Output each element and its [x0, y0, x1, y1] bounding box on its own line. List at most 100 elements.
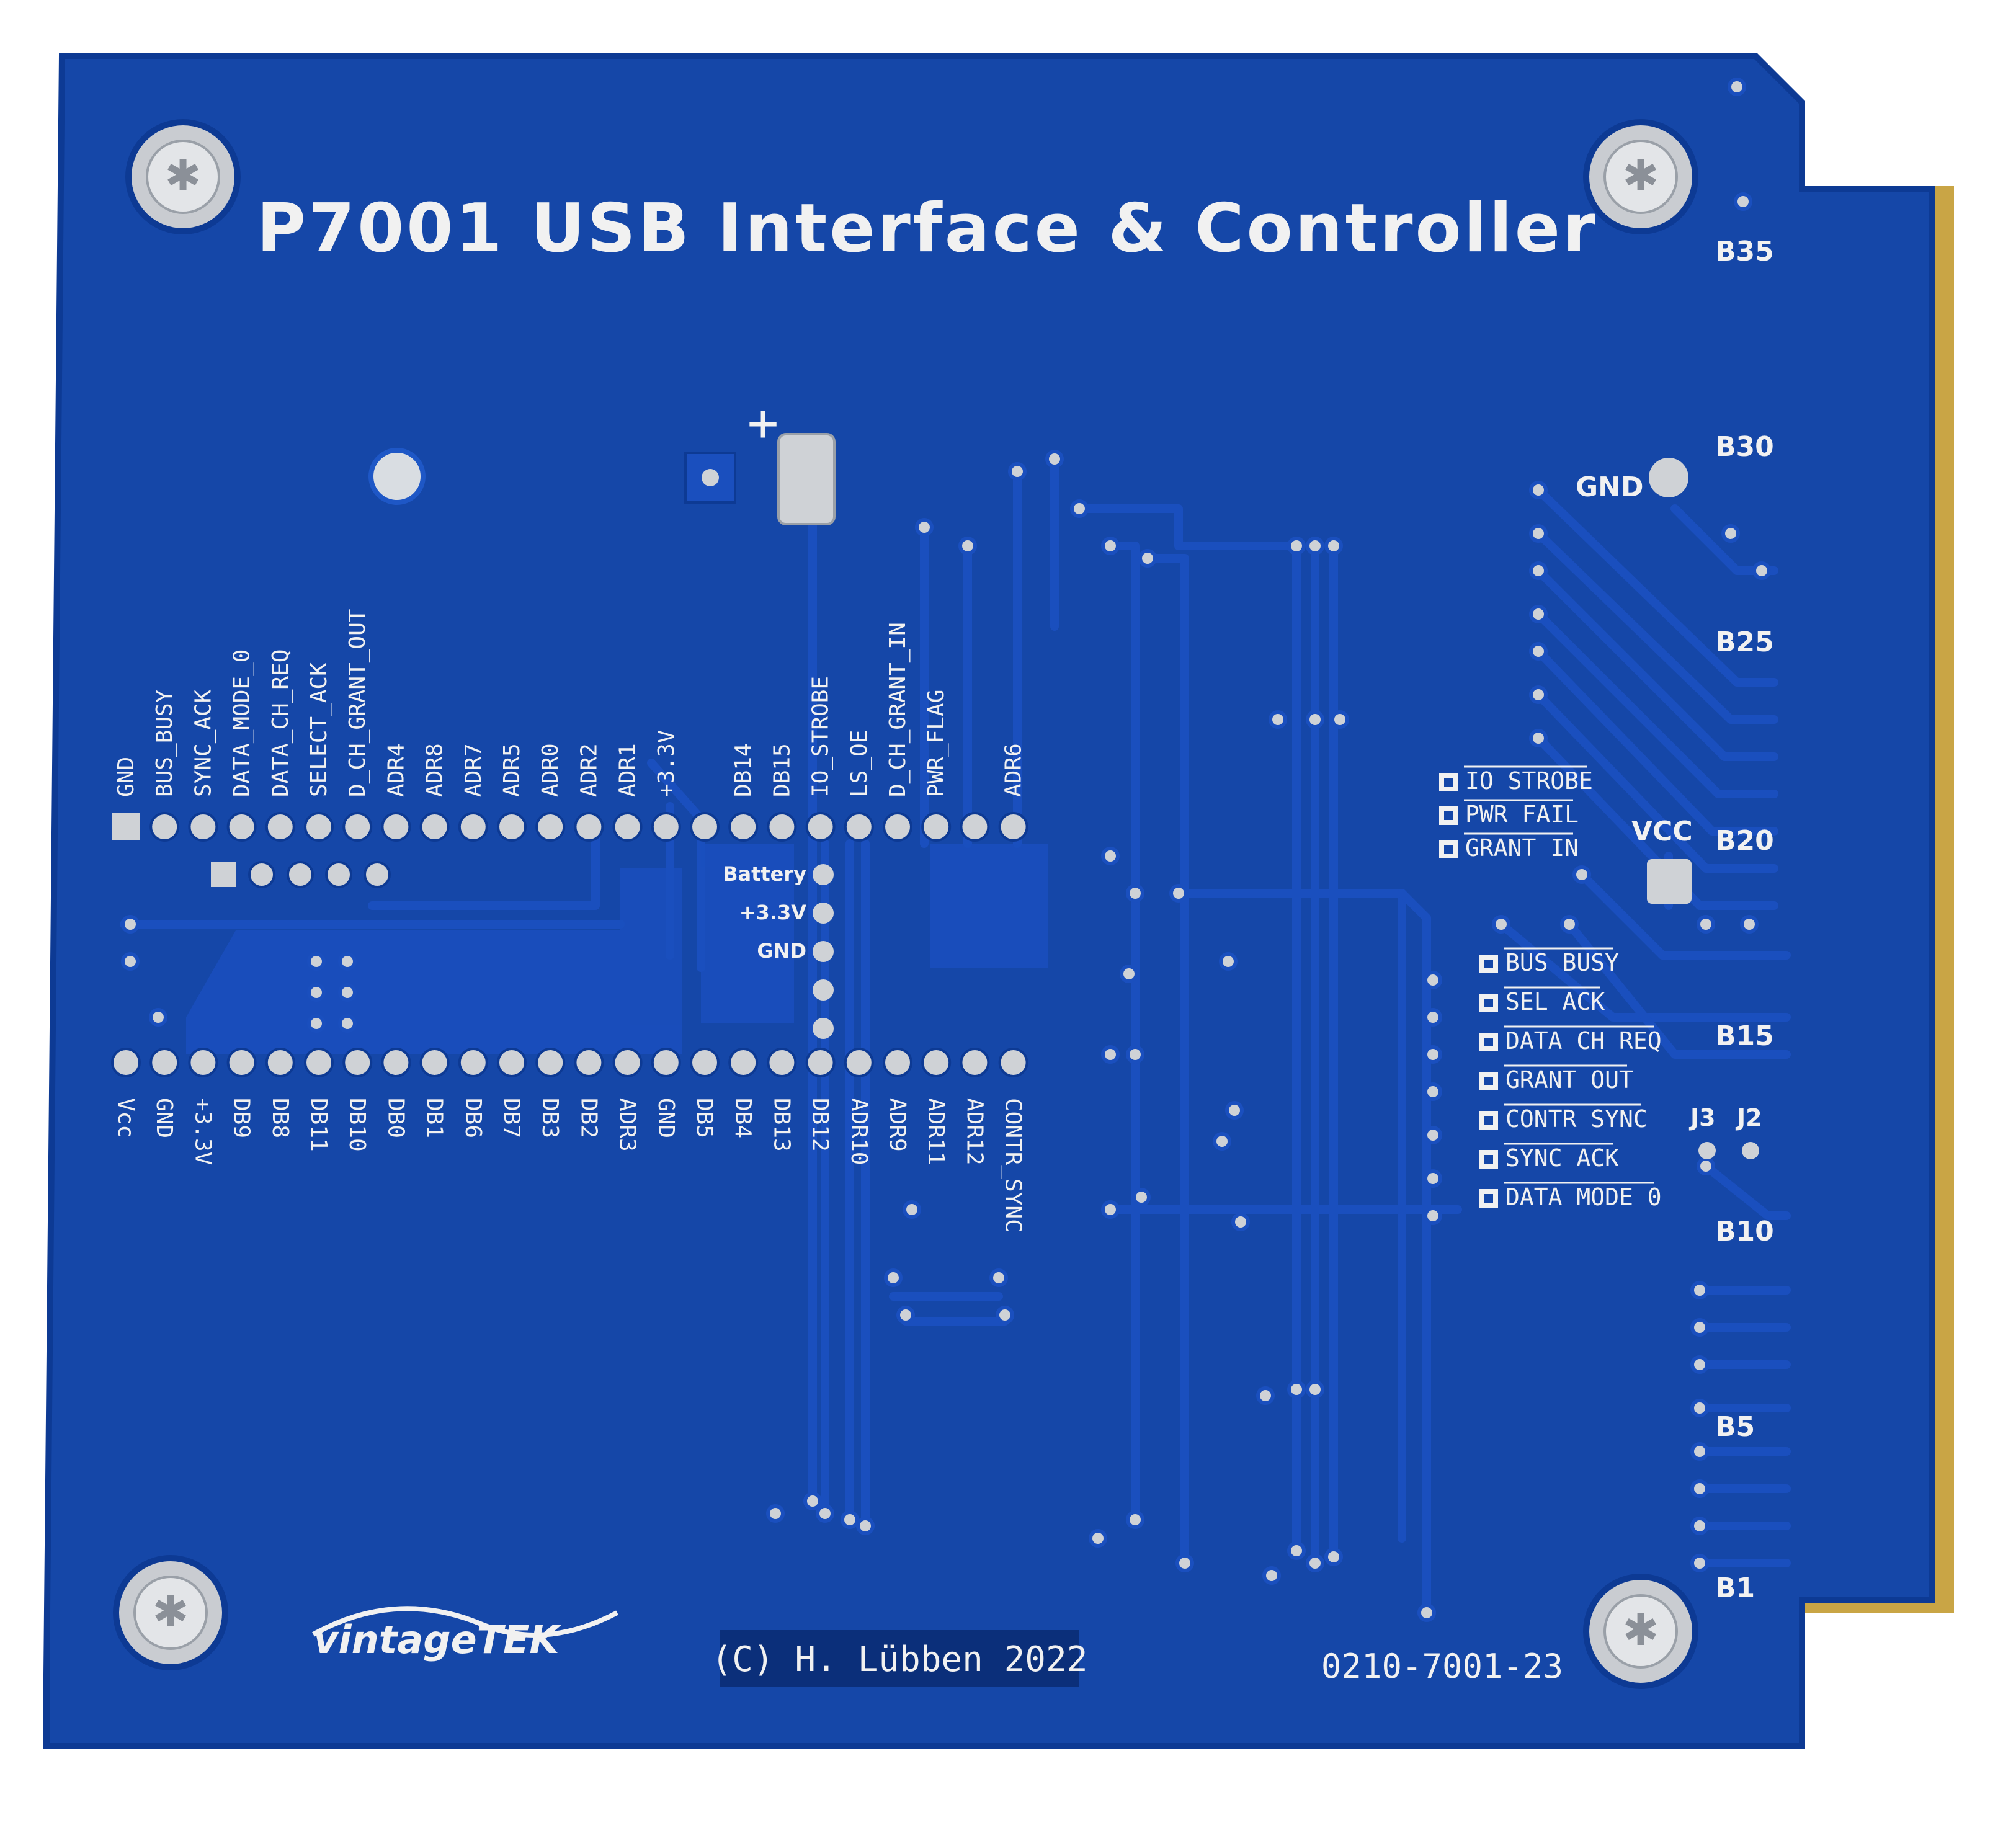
via	[996, 1306, 1014, 1324]
bottom-pin-label: CONTR_SYNC	[1001, 1098, 1026, 1232]
vcc-label: VCC	[1631, 816, 1693, 847]
pin	[921, 1048, 952, 1077]
pin	[381, 812, 411, 842]
via	[1324, 1548, 1343, 1566]
via	[1697, 1157, 1715, 1175]
via	[1690, 1318, 1709, 1337]
via	[1070, 499, 1089, 518]
via	[1101, 1200, 1120, 1219]
via	[1424, 1082, 1442, 1101]
via	[1089, 1529, 1107, 1548]
via	[1424, 971, 1442, 989]
center-pin-label: GND	[757, 939, 806, 963]
pin	[960, 1048, 990, 1077]
via	[307, 952, 326, 971]
pin	[844, 1048, 874, 1077]
via	[1752, 561, 1771, 580]
top-pin-label: DB15	[769, 743, 795, 797]
bottom-pin-label: DB4	[730, 1098, 756, 1138]
via	[1101, 537, 1120, 555]
edge-connector-label: B15	[1715, 1020, 1774, 1052]
via	[1256, 1386, 1275, 1405]
top-pin-label: ADR6	[1001, 743, 1027, 797]
via	[338, 952, 357, 971]
jumper-pad	[1698, 1142, 1716, 1159]
pin	[149, 812, 180, 842]
top-pin-label: PWR_FLAG	[924, 690, 949, 797]
pin	[287, 861, 314, 888]
pin	[998, 1048, 1028, 1077]
via	[121, 952, 140, 971]
bottom-pin-label: Vcc	[113, 1098, 138, 1138]
bottom-pin-label: DB6	[460, 1098, 486, 1138]
screw-torx-icon: ✱	[165, 150, 202, 201]
bottom-pin-label: DB11	[306, 1098, 331, 1152]
via	[1213, 1132, 1231, 1151]
logo-text: vintageTEK	[313, 1617, 561, 1662]
bottom-pin-label: ADR3	[615, 1098, 640, 1152]
pin	[612, 1048, 643, 1077]
via	[1529, 642, 1548, 661]
pin-square	[211, 862, 236, 887]
signal-label: GRANT OUT	[1505, 1066, 1633, 1094]
via	[1219, 952, 1238, 971]
pin	[188, 1048, 218, 1077]
pin	[690, 812, 720, 842]
pin	[419, 812, 450, 842]
bottom-pin-label: DB10	[344, 1098, 370, 1152]
trace	[1534, 529, 1778, 724]
mounting-hole	[368, 448, 426, 505]
via	[1175, 1554, 1194, 1572]
via	[816, 1504, 834, 1523]
pin	[728, 1048, 759, 1077]
trace	[1075, 504, 1301, 1555]
copper-zones	[186, 844, 1048, 1054]
pin	[844, 812, 874, 842]
top-header-pins	[112, 812, 1028, 842]
top-pin-label: D_CH_GRANT_IN	[885, 622, 911, 797]
pin	[960, 812, 990, 842]
pin	[883, 1048, 912, 1077]
pin	[226, 812, 257, 842]
trace	[1577, 870, 1791, 960]
bottom-pin-label: DB9	[229, 1098, 254, 1138]
bottom-pin-label: DB7	[499, 1098, 524, 1138]
signal-label: CONTR SYNC	[1505, 1105, 1648, 1133]
signal-label: IO STROBE	[1465, 767, 1593, 795]
screw-torx-icon: ✱	[1623, 150, 1659, 201]
via	[841, 1510, 859, 1529]
signal-label: SEL ACK	[1505, 988, 1605, 1015]
edge-connector-label: B30	[1715, 431, 1774, 463]
via	[1101, 847, 1120, 865]
via	[1690, 1399, 1709, 1417]
copyright-text: (C) H. Lübben 2022	[711, 1639, 1088, 1680]
mounting-screws: ✱✱✱✱	[113, 119, 1698, 1689]
trace	[1534, 566, 1778, 761]
edge-connector-label: B1	[1715, 1572, 1755, 1604]
via	[1529, 481, 1548, 499]
via	[1424, 1008, 1442, 1027]
battery-pad-tin	[777, 433, 836, 525]
pin	[188, 812, 218, 842]
pin	[574, 1048, 604, 1077]
via	[903, 1200, 921, 1219]
via	[1690, 1554, 1709, 1572]
screw-head	[1603, 140, 1678, 214]
pin	[458, 1048, 488, 1077]
pin	[265, 812, 295, 842]
via	[1132, 1188, 1151, 1206]
pin	[265, 1048, 295, 1077]
signal-label: GRANT IN	[1465, 834, 1579, 862]
gnd-pad	[1649, 458, 1688, 497]
jumper-pad	[1742, 1142, 1759, 1159]
via	[1306, 1380, 1324, 1399]
pin	[381, 1048, 411, 1077]
pin	[535, 812, 566, 842]
pin	[535, 1048, 566, 1077]
signal-label: DATA MODE 0	[1505, 1183, 1662, 1211]
top-pin-label: ADR2	[576, 743, 602, 797]
pin	[149, 1048, 180, 1077]
